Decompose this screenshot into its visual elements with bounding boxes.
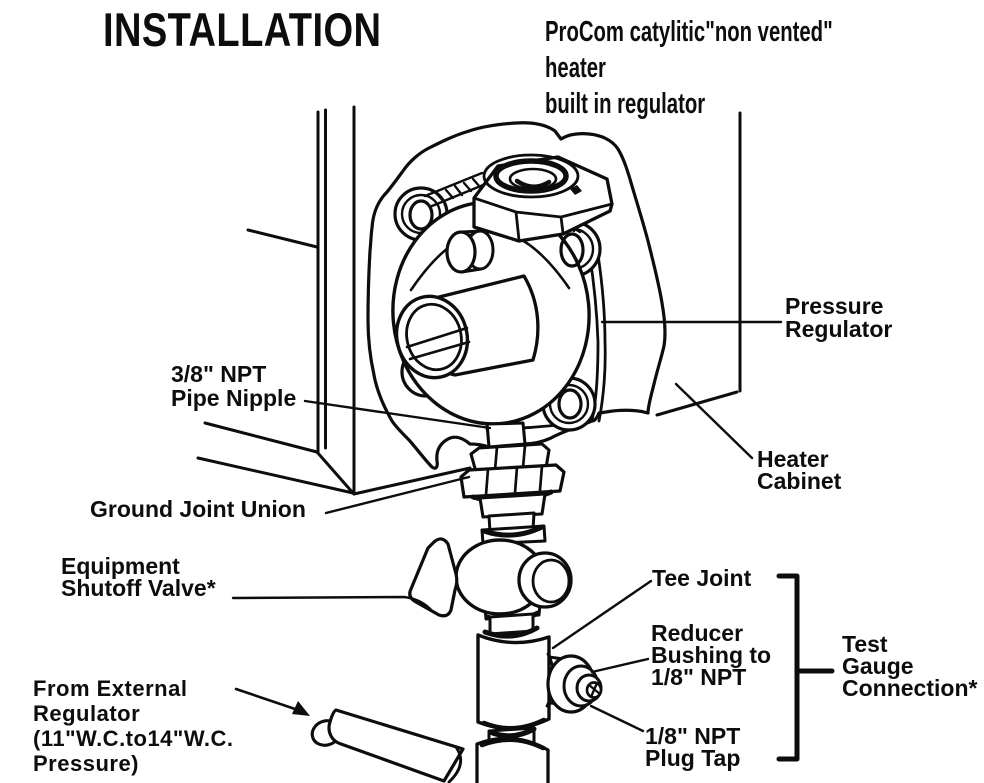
leader-pipe-nipple bbox=[303, 399, 492, 430]
label-plug-tap: 1/8" NPT Plug Tap bbox=[645, 723, 741, 771]
leader-reducer-bushing bbox=[590, 657, 650, 674]
leader-plug-tap bbox=[589, 704, 645, 733]
leader-lines bbox=[231, 320, 783, 733]
label-tee-joint: Tee Joint bbox=[652, 565, 752, 591]
leader-heater-cabinet bbox=[674, 382, 754, 460]
label-pipe-nipple: 3/8" NPT Pipe Nipple bbox=[171, 361, 297, 411]
hex-nut bbox=[472, 153, 614, 243]
ground-joint-union-drawing bbox=[459, 441, 566, 534]
label-test-gauge-connection: Test Gauge Connection* bbox=[842, 631, 978, 701]
label-from-external-regulator: From External Regulator (11"W.C.to14"W.C… bbox=[33, 676, 234, 776]
bottom-coupling bbox=[475, 726, 550, 783]
test-gauge-bracket bbox=[776, 573, 835, 762]
pipe-nipple-drawing bbox=[485, 421, 527, 449]
mounting-hole-outline bbox=[366, 121, 667, 470]
inlet-cylinder bbox=[394, 274, 540, 380]
leader-ground-joint-union bbox=[324, 475, 471, 515]
arrowhead-icon bbox=[292, 701, 310, 716]
external-supply-arrow bbox=[234, 687, 310, 716]
label-reducer-bushing: Reducer Bushing to 1/8" NPT bbox=[651, 620, 772, 690]
reducer-bushing-and-plug bbox=[545, 652, 603, 714]
pressure-regulator-drawing bbox=[391, 153, 614, 432]
label-pressure-regulator: Pressure Regulator bbox=[785, 293, 893, 342]
bolt-holes bbox=[408, 199, 585, 420]
heater-model-note: ProCom catylitic"non vented" heater buil… bbox=[545, 16, 833, 120]
label-heater-cabinet: Heater Cabinet bbox=[757, 446, 842, 494]
page-title: INSTALLATION bbox=[103, 3, 382, 56]
vent-stub bbox=[445, 229, 495, 274]
shutoff-valve-drawing bbox=[408, 524, 573, 624]
plug-slot bbox=[587, 681, 602, 699]
leader-tee-joint bbox=[551, 579, 653, 650]
leader-equipment-shutoff-valve bbox=[231, 595, 435, 614]
nut-mark bbox=[570, 185, 582, 195]
label-equipment-shutoff-valve: Equipment Shutoff Valve* bbox=[61, 553, 216, 601]
label-ground-joint-union: Ground Joint Union bbox=[90, 496, 306, 522]
tee-joint-drawing bbox=[476, 612, 551, 731]
valve-outlet bbox=[517, 551, 573, 609]
valve-handle bbox=[408, 537, 459, 618]
supply-pipe-from-regulator bbox=[310, 708, 465, 783]
heater-cabinet-lines bbox=[196, 105, 742, 496]
